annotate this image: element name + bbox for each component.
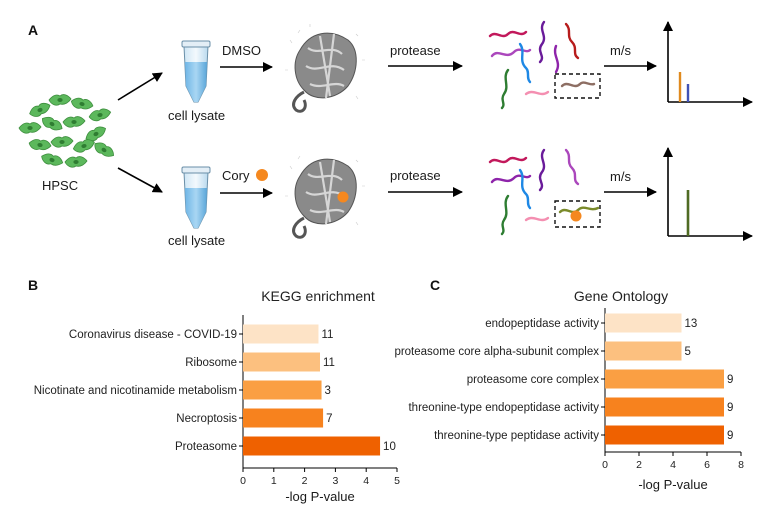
count-label-c-3: 9 <box>727 402 733 414</box>
go-x-axis-label: -log P-value <box>638 477 707 492</box>
selected-peptide-box-bottom <box>554 200 601 228</box>
category-label-b-1: Ribosome <box>185 357 237 369</box>
kegg-enrichment-chart: B KEGG enrichment Coronavirus disease - … <box>28 277 400 504</box>
category-label-b-4: Proteasome <box>175 441 237 453</box>
count-label-c-0: 13 <box>685 318 698 330</box>
bar-b-3 <box>243 408 324 428</box>
count-label-c-2: 9 <box>727 374 733 386</box>
protein-structure-top <box>285 24 365 113</box>
bar-c-3 <box>605 397 724 417</box>
category-label-c-3: threonine-type endopeptidase activity <box>408 402 599 414</box>
bar-c-2 <box>605 369 724 389</box>
bar-b-4 <box>243 436 381 456</box>
x-tick-label-c-0: 0 <box>602 459 608 471</box>
panel-letter-c: C <box>430 277 440 293</box>
x-tick-label-b-0: 0 <box>240 475 246 487</box>
count-label-b-4: 10 <box>383 441 396 453</box>
protease-label-top: protease <box>390 43 441 58</box>
ms-label-top: m/s <box>610 43 631 58</box>
kegg-chart-title: KEGG enrichment <box>261 288 375 304</box>
kegg-x-ticks: 0 1 2 3 4 5 <box>240 468 400 487</box>
category-label-c-1: proteasome core alpha-subunit complex <box>394 346 599 358</box>
category-label-b-2: Nicotinate and nicotinamide metabolism <box>34 385 237 397</box>
x-tick-label-b-5: 5 <box>394 475 400 487</box>
panel-a: A HPSC cell lysate DMSO <box>18 20 753 248</box>
count-label-b-0: 11 <box>321 329 333 341</box>
category-label-c-0: endopeptidase activity <box>485 318 599 330</box>
category-label-c-2: proteasome core complex <box>467 374 600 386</box>
hpsc-label: HPSC <box>42 178 78 193</box>
x-tick-label-c-3: 6 <box>704 459 710 471</box>
x-tick-label-b-2: 2 <box>302 475 308 487</box>
protein-structure-bottom <box>285 155 365 239</box>
go-x-ticks: 0 2 4 6 8 <box>602 452 744 471</box>
x-tick-label-b-4: 4 <box>363 475 369 487</box>
kegg-x-axis-label: -log P-value <box>285 489 354 504</box>
peptide-fragments-top <box>488 20 596 110</box>
go-bars: endopeptidase activity 13 proteasome core … <box>394 313 733 445</box>
hpsc-cells-illustration <box>18 94 117 170</box>
count-label-c-1: 5 <box>685 346 691 358</box>
bar-c-1 <box>605 341 682 361</box>
lysate-label-top: cell lysate <box>168 108 225 123</box>
go-chart-title: Gene Ontology <box>574 288 668 304</box>
bound-compound-dot-icon <box>337 191 349 203</box>
mass-spectrum-bottom <box>663 147 753 241</box>
bar-b-2 <box>243 380 322 400</box>
compound-dot-icon <box>256 169 268 181</box>
peptide-compound-dot-icon <box>570 210 582 222</box>
x-tick-label-c-1: 2 <box>636 459 642 471</box>
bar-b-0 <box>243 324 319 344</box>
treatment-label-cory: Cory <box>222 168 250 183</box>
category-label-c-4: threonine-type peptidase activity <box>434 430 599 442</box>
bar-b-1 <box>243 352 320 372</box>
peptide-fragments-bottom <box>488 148 600 236</box>
x-tick-label-c-2: 4 <box>670 459 676 471</box>
bar-c-0 <box>605 313 682 333</box>
gene-ontology-chart: C Gene Ontology endopeptidase activity 13… <box>394 277 744 492</box>
category-label-b-0: Coronavirus disease - COVID-19 <box>69 329 237 341</box>
bar-c-4 <box>605 425 724 445</box>
arrow-to-bottom-lysate <box>117 167 163 193</box>
panel-letter-a: A <box>28 22 38 38</box>
category-label-b-3: Necroptosis <box>176 413 237 425</box>
treatment-label-dmso: DMSO <box>222 43 261 58</box>
count-label-c-4: 9 <box>727 430 733 442</box>
arrow-to-top-lysate <box>117 72 163 101</box>
lysate-tube-bottom <box>181 166 211 229</box>
x-tick-label-b-1: 1 <box>271 475 277 487</box>
x-tick-label-b-3: 3 <box>332 475 338 487</box>
x-tick-label-c-4: 8 <box>738 459 744 471</box>
lysate-tube-top <box>181 40 211 103</box>
count-label-b-2: 3 <box>325 385 331 397</box>
panel-letter-b: B <box>28 277 38 293</box>
mass-spectrum-top <box>663 21 753 107</box>
lysate-label-bottom: cell lysate <box>168 233 225 248</box>
count-label-b-1: 11 <box>323 357 335 369</box>
ms-label-bottom: m/s <box>610 169 631 184</box>
protease-label-bottom: protease <box>390 168 441 183</box>
selected-peptide-box-top <box>554 73 601 99</box>
count-label-b-3: 7 <box>326 413 332 425</box>
